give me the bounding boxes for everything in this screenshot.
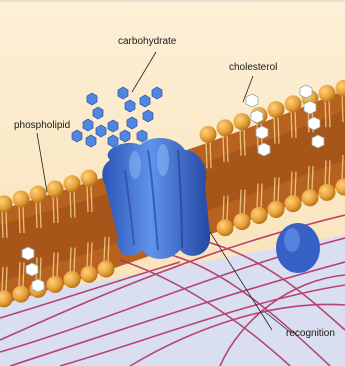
phospholipid-head — [200, 126, 217, 143]
phospholipid-head — [47, 276, 64, 293]
phospholipid-head — [268, 201, 285, 218]
phospholipid-head — [64, 175, 81, 192]
phospholipid-head — [251, 207, 268, 224]
phospholipid-head — [47, 180, 64, 197]
phospholipid-head — [30, 186, 47, 203]
phospholipid-head — [302, 189, 319, 206]
phospholipid-head — [319, 184, 336, 201]
cholesterol-label: cholesterol — [229, 62, 277, 73]
phospholipid-head — [13, 190, 30, 207]
phospholipid-head — [234, 213, 251, 230]
phospholipid-head — [217, 219, 234, 236]
recognition-label: recognition — [286, 328, 335, 339]
phospholipid-head — [81, 266, 98, 283]
phospholipid-head — [81, 170, 98, 187]
phospholipid-head — [234, 113, 251, 130]
phospholipid-label: phospholipid — [14, 120, 70, 131]
phospholipid-head — [13, 286, 30, 303]
recognition-protein — [276, 223, 320, 273]
transmembrane-protein — [102, 138, 210, 259]
phospholipid-head — [64, 271, 81, 288]
phospholipid-head — [98, 261, 115, 278]
phospholipid-head — [217, 119, 234, 136]
phospholipid-head — [285, 95, 302, 112]
carbohydrate-label: carbohydrate — [118, 36, 176, 47]
phospholipid-head — [319, 85, 336, 102]
phospholipid-head — [285, 195, 302, 212]
phospholipid-head — [268, 101, 285, 118]
